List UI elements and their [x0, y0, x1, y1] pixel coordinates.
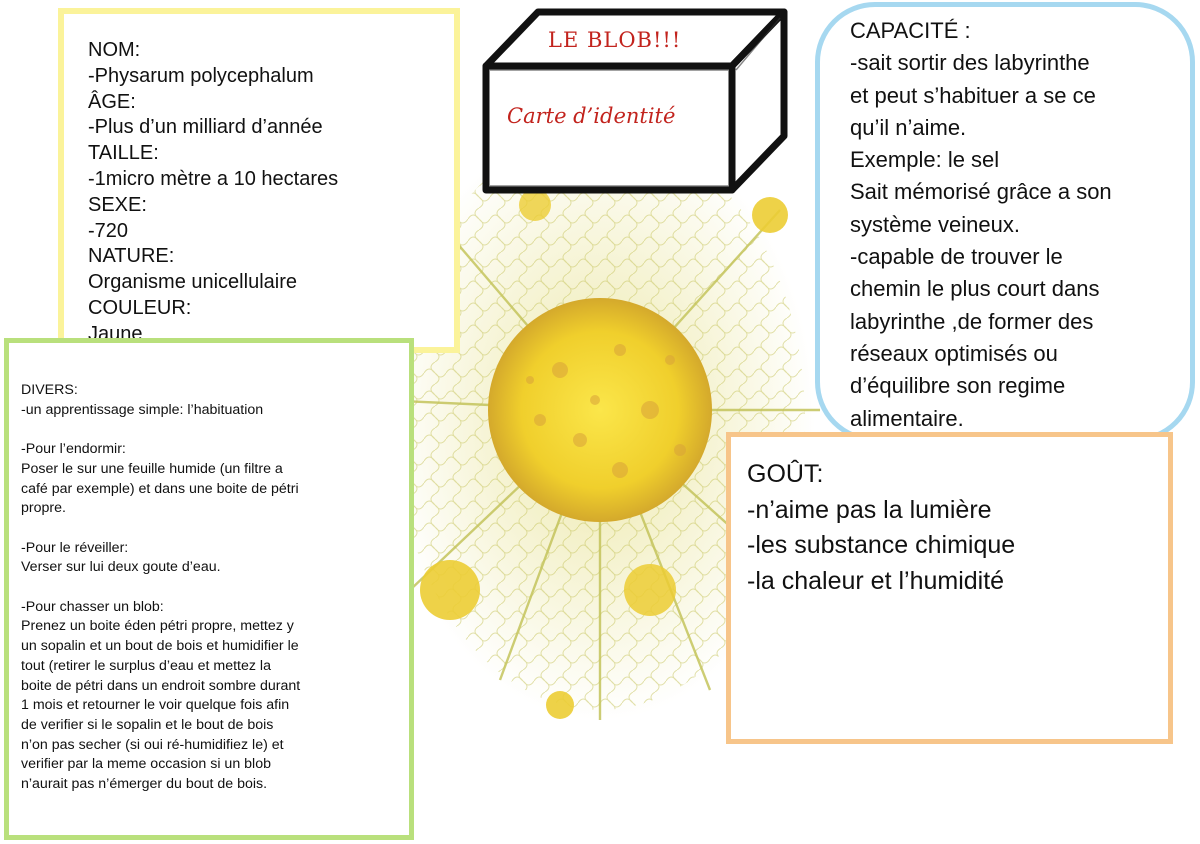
- identity-line: SEXE:: [88, 193, 147, 216]
- identity-line: NATURE:: [88, 245, 175, 268]
- identity-line: -Physarum polycephalum: [88, 64, 314, 87]
- identity-line: -1micro mètre a 10 hectares: [88, 167, 339, 190]
- identity-card: NOM: -Physarum polycephalum ÂGE: -Plus d…: [58, 8, 460, 353]
- title-subtitle: Carte d’identité: [507, 104, 676, 128]
- capacite-line: et peut s’habituer a se ce: [850, 82, 1096, 108]
- identity-line: Organisme unicellulaire: [88, 271, 297, 294]
- capacite-line: Exemple: le sel: [850, 147, 1000, 173]
- capacite-line: d’équilibre son regime: [850, 373, 1066, 399]
- gout-line: -les substance chimique: [747, 531, 1016, 559]
- capacite-line: qu’il n’aime.: [850, 114, 967, 140]
- divers-line: n’on pas secher (si oui ré-humidifiez le…: [21, 736, 284, 753]
- divers-line: -un apprentissage simple: l’habituation: [21, 401, 264, 418]
- divers-line: Prenez un boite éden pétri propre, mette…: [21, 618, 294, 635]
- capacite-line: labyrinthe ,de former des: [850, 308, 1094, 334]
- capacite-line: chemin le plus court dans: [850, 276, 1100, 302]
- capacite-line: réseaux optimisés ou: [850, 340, 1058, 366]
- identity-line: TAILLE:: [88, 142, 159, 165]
- capacite-line: -sait sortir des labyrinthe: [850, 50, 1090, 76]
- divers-line: -Pour le réveiller:: [21, 539, 129, 556]
- slime-mold-image: [380, 120, 820, 720]
- capacite-line: -capable de trouver le: [850, 244, 1063, 270]
- identity-line: ÂGE:: [88, 90, 136, 113]
- gout-line: -la chaleur et l’humidité: [747, 566, 1005, 595]
- divers-line: de verifier si le sopalin et le bout de …: [21, 716, 274, 733]
- divers-line: tout (retirer le surplus d’eau et mettez…: [21, 657, 271, 674]
- title-main: LE BLOB!!!: [548, 28, 682, 52]
- identity-line: NOM:: [88, 39, 141, 61]
- gout-line: -n’aime pas la lumière: [747, 495, 992, 524]
- capacite-line: Sait mémorisé grâce a son: [850, 179, 1112, 205]
- divers-line: un sopalin et un bout de bois et humidif…: [21, 638, 299, 655]
- blank-line: [21, 578, 399, 598]
- identity-line: -Plus d’un milliard d’année: [88, 116, 323, 139]
- blank-line: [21, 420, 399, 440]
- divers-line: café par exemple) et dans une boite de p…: [21, 480, 299, 497]
- divers-line: n’aurait pas n’émerger du bout de bois.: [21, 776, 268, 793]
- identity-line: COULEUR:: [88, 296, 192, 319]
- capacite-line: CAPACITÉ :: [850, 18, 971, 43]
- identity-line: -720: [88, 219, 129, 242]
- gout-card: GOÛT: -n’aime pas la lumière -les substa…: [726, 432, 1173, 744]
- divers-line: DIVERS:: [21, 382, 78, 398]
- divers-line: -Pour l’endormir:: [21, 441, 126, 458]
- blank-line: [21, 519, 399, 539]
- capacite-card: CAPACITÉ : -sait sortir des labyrinthe e…: [815, 2, 1195, 442]
- gout-line: GOÛT:: [747, 460, 824, 488]
- divers-line: propre.: [21, 500, 66, 517]
- divers-line: verifier par la meme occasion si un blob: [21, 756, 271, 773]
- title-box-drawing: [482, 8, 788, 194]
- divers-line: boite de pétri dans un endroit sombre du…: [21, 677, 301, 694]
- divers-line: Poser le sur une feuille humide (un filt…: [21, 460, 283, 477]
- capacite-line: alimentaire.: [850, 405, 964, 431]
- divers-line: -Pour chasser un blob:: [21, 598, 164, 615]
- divers-card: DIVERS: -un apprentissage simple: l’habi…: [4, 338, 414, 840]
- divers-line: Verser sur lui deux goute d’eau.: [21, 559, 221, 576]
- divers-line: 1 mois et retourner le voir quelque fois…: [21, 697, 290, 714]
- capacite-line: système veineux.: [850, 211, 1020, 237]
